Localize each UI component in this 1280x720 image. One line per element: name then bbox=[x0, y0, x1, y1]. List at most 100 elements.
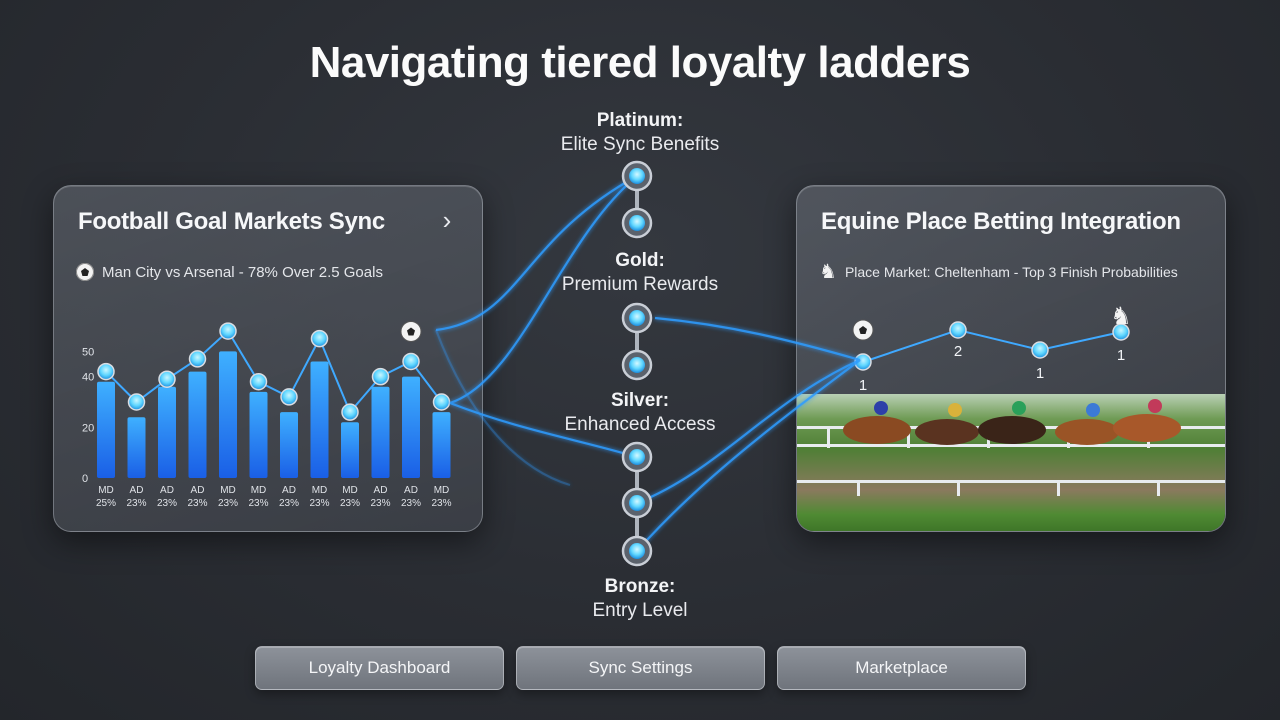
x-tick-label: MD bbox=[220, 485, 236, 496]
bar bbox=[402, 376, 420, 478]
ladder-node-core bbox=[629, 215, 645, 231]
bar bbox=[432, 412, 451, 478]
bar bbox=[341, 422, 359, 478]
x-tick-label: AD bbox=[130, 485, 144, 496]
x-tick-sublabel: 23% bbox=[431, 498, 451, 509]
trend-point bbox=[219, 322, 237, 340]
ladder-node bbox=[621, 535, 653, 567]
place-rank-label: 1 bbox=[1117, 347, 1125, 364]
horse-head-icon: ♞ bbox=[819, 261, 837, 283]
place-point bbox=[1031, 341, 1049, 359]
place-rank-label: 1 bbox=[1036, 365, 1044, 382]
place-rank-label: 1 bbox=[859, 377, 867, 394]
ladder-node-core bbox=[629, 357, 645, 373]
x-tick-label: MD bbox=[251, 485, 267, 496]
trend-point bbox=[310, 329, 329, 348]
soccer-ball-icon bbox=[76, 263, 94, 281]
x-tick-sublabel: 23% bbox=[126, 498, 146, 509]
horses bbox=[843, 399, 1181, 445]
match-subtitle: Man City vs Arsenal - 78% Over 2.5 Goals bbox=[102, 263, 383, 281]
tier-gold[interactable]: Gold: Premium Rewards bbox=[520, 250, 760, 296]
trend-point bbox=[97, 362, 115, 381]
x-tick-label: AD bbox=[374, 485, 388, 496]
tier-bronze[interactable]: Bronze: Entry Level bbox=[520, 576, 760, 622]
x-tick-sublabel: 23% bbox=[187, 498, 207, 509]
tier-desc: Elite Sync Benefits bbox=[560, 134, 720, 155]
card-title: Football Goal Markets Sync bbox=[78, 208, 385, 235]
trend-line bbox=[105, 329, 443, 415]
x-tick-label: MD bbox=[312, 485, 328, 496]
football-goal-markets-card[interactable]: Football Goal Markets Sync › Man City vs… bbox=[53, 185, 483, 532]
x-tick-sublabel: 23% bbox=[248, 498, 268, 509]
x-tick-sublabel: 23% bbox=[218, 498, 238, 509]
place-line bbox=[862, 328, 1122, 363]
trend-point bbox=[188, 350, 207, 368]
x-tick-sublabel: 23% bbox=[370, 498, 390, 509]
trend-point bbox=[158, 370, 176, 388]
x-tick-label: AD bbox=[282, 485, 296, 496]
x-tick-label: AD bbox=[404, 485, 418, 496]
trend-point bbox=[280, 388, 298, 406]
soccer-ball-pattern bbox=[859, 326, 867, 334]
y-tick-label: 20 bbox=[82, 422, 94, 434]
x-tick-label: MD bbox=[434, 485, 450, 496]
card-subtitle: Man City vs Arsenal - 78% Over 2.5 Goals bbox=[76, 263, 383, 281]
ladder-node-core bbox=[629, 495, 645, 511]
trend-point bbox=[127, 393, 146, 411]
sync-settings-button[interactable]: Sync Settings bbox=[516, 646, 765, 690]
place-rank-label: 2 bbox=[954, 343, 962, 360]
x-tick-label: AD bbox=[191, 485, 205, 496]
x-tick-label: AD bbox=[160, 485, 174, 496]
ladder-node bbox=[621, 349, 653, 381]
trend-point bbox=[402, 352, 420, 371]
bar bbox=[219, 351, 237, 478]
place-point bbox=[854, 353, 872, 371]
race-scene bbox=[797, 399, 1225, 496]
ladder-node-core bbox=[629, 449, 645, 465]
bar bbox=[310, 361, 329, 478]
x-tick-sublabel: 23% bbox=[279, 498, 299, 509]
trend-point bbox=[249, 372, 268, 391]
tier-silver[interactable]: Silver: Enhanced Access bbox=[520, 390, 760, 436]
place-point bbox=[1112, 323, 1130, 341]
tier-name: Silver: bbox=[610, 390, 670, 411]
ladder-node-core bbox=[629, 543, 645, 559]
y-tick-label: 40 bbox=[82, 372, 94, 384]
ladder-node-core bbox=[629, 168, 645, 184]
x-tick-sublabel: 23% bbox=[157, 498, 177, 509]
ladder-node-core bbox=[629, 310, 645, 326]
horse-race-image bbox=[797, 394, 1225, 531]
tier-name: Gold: bbox=[615, 250, 665, 271]
bar bbox=[97, 381, 115, 478]
bar bbox=[249, 391, 268, 478]
soccer-ball-pattern bbox=[407, 327, 415, 336]
place-point bbox=[949, 321, 967, 339]
trend-point bbox=[341, 403, 359, 421]
bar bbox=[188, 371, 207, 478]
ladder-node bbox=[621, 207, 653, 239]
tier-desc: Entry Level bbox=[592, 600, 688, 621]
trend-point bbox=[432, 393, 451, 411]
x-tick-label: MD bbox=[342, 485, 358, 496]
trend-point bbox=[371, 367, 390, 386]
tier-desc: Premium Rewards bbox=[561, 274, 719, 295]
card-subtitle: ♞ Place Market: Cheltenham - Top 3 Finis… bbox=[819, 261, 1178, 283]
ladder-node bbox=[621, 487, 653, 519]
marketplace-button[interactable]: Marketplace bbox=[777, 646, 1026, 690]
equine-place-betting-card[interactable]: Equine Place Betting Integration ♞ Place… bbox=[796, 185, 1226, 532]
bar bbox=[371, 386, 390, 478]
x-tick-label: MD bbox=[98, 485, 114, 496]
card-title: Equine Place Betting Integration bbox=[821, 208, 1181, 235]
race-subtitle: Place Market: Cheltenham - Top 3 Finish … bbox=[844, 264, 1178, 280]
y-tick-label: 0 bbox=[82, 473, 88, 485]
tier-platinum[interactable]: Platinum: Elite Sync Benefits bbox=[520, 110, 760, 156]
ladder-node bbox=[621, 160, 653, 192]
tier-desc: Enhanced Access bbox=[564, 414, 716, 435]
bar bbox=[280, 412, 298, 478]
horse-head-icon: ♞ bbox=[1110, 302, 1132, 330]
place-probability-line: 1 2 1 1 ♞ bbox=[852, 302, 1132, 394]
goal-markets-bar-chart: 5040200MD25%AD23%AD23%AD23%MD23%MD23%AD2… bbox=[82, 320, 452, 509]
tier-name: Platinum: bbox=[596, 110, 684, 131]
loyalty-dashboard-button[interactable]: Loyalty Dashboard bbox=[255, 646, 504, 690]
x-tick-sublabel: 23% bbox=[401, 498, 421, 509]
